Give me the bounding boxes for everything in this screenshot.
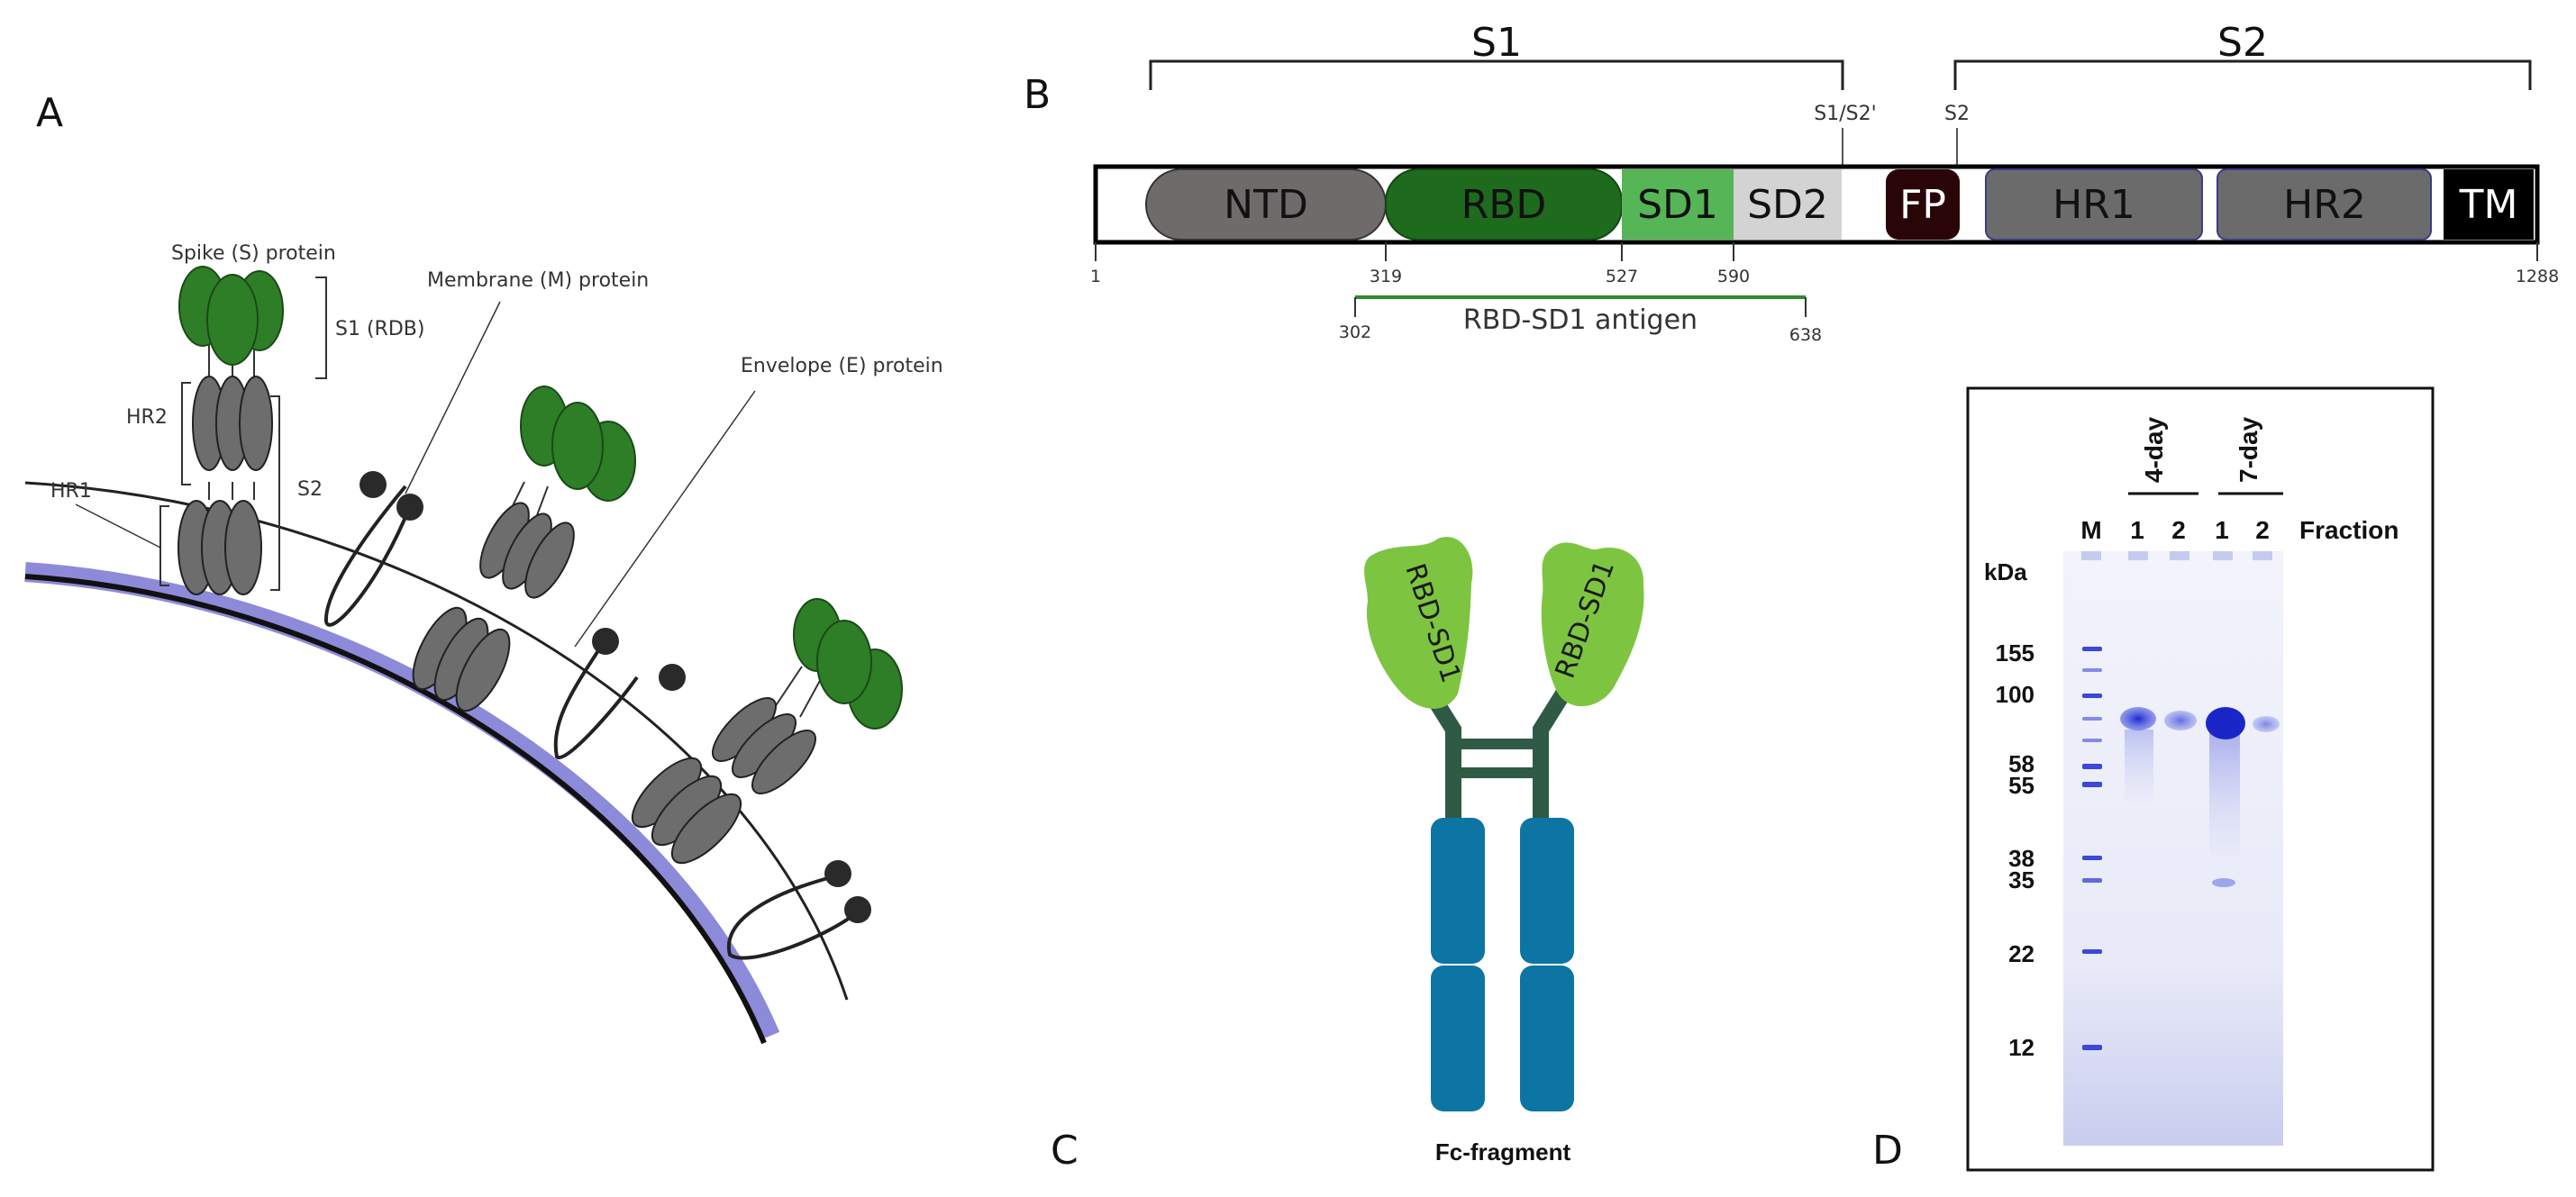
domain-sd2-label: SD2 bbox=[1747, 182, 1828, 228]
lane-4day-1-label: 1 bbox=[2130, 516, 2144, 544]
gel-header: 4-day 7-day M 1 2 1 2 Fraction bbox=[2080, 416, 2399, 544]
s1-rdb-label: S1 (RDB) bbox=[335, 318, 424, 340]
antigen-end: 638 bbox=[1789, 325, 1822, 345]
spike-protein-3 bbox=[631, 598, 903, 865]
s2-region-bracket bbox=[1953, 59, 2532, 90]
marker-labels: 155 100 58 55 38 35 22 12 bbox=[1996, 639, 2034, 1061]
lane-7day-1-band bbox=[2206, 707, 2245, 887]
lane-4day-1-band bbox=[2120, 707, 2156, 802]
antigen-span bbox=[1354, 295, 1807, 317]
marker-58: 58 bbox=[2008, 750, 2034, 777]
domain-ntd-label: NTD bbox=[1224, 182, 1308, 228]
domain-fp: FP bbox=[1886, 169, 1960, 240]
hr2-bracket bbox=[181, 382, 191, 485]
marker-55: 55 bbox=[2008, 772, 2034, 799]
marker-100: 100 bbox=[1996, 681, 2034, 708]
domain-hr2-label: HR2 bbox=[2283, 182, 2366, 228]
panel-d: D 4-day 7-day M 1 2 1 2 Fraction kDa 155… bbox=[1872, 386, 2435, 1174]
rbd-sd1-arm-left: RBD-SD1 bbox=[1364, 536, 1473, 709]
domain-hr1-label: HR1 bbox=[2053, 182, 2135, 228]
kda-label: kDa bbox=[1984, 558, 2027, 585]
marker-38: 38 bbox=[2008, 845, 2034, 872]
membrane-protein-label: Membrane (M) protein bbox=[427, 269, 649, 292]
domain-sd1: SD1 bbox=[1622, 169, 1734, 240]
domain-sd1-label: SD1 bbox=[1637, 182, 1718, 228]
domain-sd2: SD2 bbox=[1734, 169, 1842, 240]
position-319: 319 bbox=[1370, 267, 1402, 286]
marker-22: 22 bbox=[2008, 940, 2034, 967]
panel-d-letter: D bbox=[1872, 1128, 1903, 1174]
lane-7day-2-label: 2 bbox=[2255, 516, 2270, 544]
position-1: 1 bbox=[1090, 267, 1101, 286]
fc-hinge bbox=[1424, 689, 1570, 829]
lane-4day-2-band bbox=[2164, 711, 2197, 730]
domain-fp-label: FP bbox=[1899, 182, 1946, 228]
s1-region-label: S1 bbox=[1471, 20, 1522, 66]
domain-tm-label: TM bbox=[2459, 182, 2518, 228]
gel-image bbox=[2063, 551, 2283, 1146]
s1-region-bracket bbox=[1149, 59, 1844, 90]
s2-cleavage-label: S2 bbox=[1944, 103, 1970, 125]
s1-bracket bbox=[315, 277, 327, 379]
lane-4day-2-label: 2 bbox=[2171, 516, 2186, 544]
lane-marker-label: M bbox=[2080, 516, 2101, 544]
fc-fragment-label: Fc-fragment bbox=[1435, 1138, 1571, 1165]
viral-envelope-line bbox=[24, 481, 849, 1001]
domain-tm: TM bbox=[2444, 169, 2534, 240]
marker-155: 155 bbox=[1996, 639, 2034, 667]
membrane-protein bbox=[323, 471, 423, 627]
domain-hr1: HR1 bbox=[1985, 168, 2203, 240]
envelope-protein-1 bbox=[553, 628, 686, 760]
s1s2-cleavage-label: S1/S2' bbox=[1814, 103, 1876, 125]
envelope-protein-2 bbox=[726, 860, 871, 960]
panel-c-letter: C bbox=[1051, 1128, 1079, 1174]
s2-label: S2 bbox=[297, 478, 323, 501]
domain-rbd-label: RBD bbox=[1461, 182, 1547, 228]
panel-a: A Spike (S) protein S1 (RDB) HR2 bbox=[24, 90, 943, 1045]
antigen-start: 302 bbox=[1339, 322, 1371, 342]
panel-c: C RBD-SD1 RBD-SD1 Fc-fragment bbox=[1051, 536, 1644, 1174]
group-4-day-label: 4-day bbox=[2140, 416, 2168, 483]
viral-membrane-band bbox=[24, 562, 780, 1040]
spike-protein-2 bbox=[412, 385, 636, 712]
s2-region-label: S2 bbox=[2217, 20, 2268, 66]
hr1-label: HR1 bbox=[50, 480, 92, 503]
hr2-label: HR2 bbox=[126, 406, 168, 429]
lane-7day-2-band bbox=[2253, 716, 2280, 732]
group-7-day-label: 7-day bbox=[2235, 416, 2262, 483]
panel-b: B S1 S2 S1/S2' S2 NTD RBD SD1 SD2 FP bbox=[1024, 20, 2559, 345]
spike-protein-1 bbox=[177, 266, 284, 595]
fraction-label: Fraction bbox=[2299, 516, 2399, 544]
fc-fragment-chain-left bbox=[1431, 818, 1485, 1111]
marker-35: 35 bbox=[2008, 866, 2034, 893]
fc-fragment-chain-right bbox=[1520, 818, 1574, 1111]
panel-b-letter: B bbox=[1024, 72, 1051, 118]
envelope-protein-label: Envelope (E) protein bbox=[741, 355, 943, 377]
position-527: 527 bbox=[1606, 267, 1638, 286]
antigen-label: RBD-SD1 antigen bbox=[1463, 304, 1698, 336]
lane-7day-1-label: 1 bbox=[2215, 516, 2229, 544]
domain-rbd: RBD bbox=[1385, 168, 1623, 240]
domain-ntd: NTD bbox=[1145, 168, 1387, 240]
hr1-bracket bbox=[159, 505, 169, 586]
marker-12: 12 bbox=[2008, 1034, 2034, 1061]
position-590: 590 bbox=[1717, 267, 1750, 286]
panel-a-letter: A bbox=[36, 90, 63, 136]
domain-hr2: HR2 bbox=[2216, 168, 2432, 240]
viral-membrane-line bbox=[24, 574, 767, 1045]
spike-protein-label: Spike (S) protein bbox=[171, 242, 336, 265]
position-1288: 1288 bbox=[2516, 267, 2559, 286]
s2-bracket bbox=[270, 395, 280, 591]
marker-ladder bbox=[2082, 647, 2102, 1050]
rbd-sd1-arm-right: RBD-SD1 bbox=[1541, 542, 1644, 707]
